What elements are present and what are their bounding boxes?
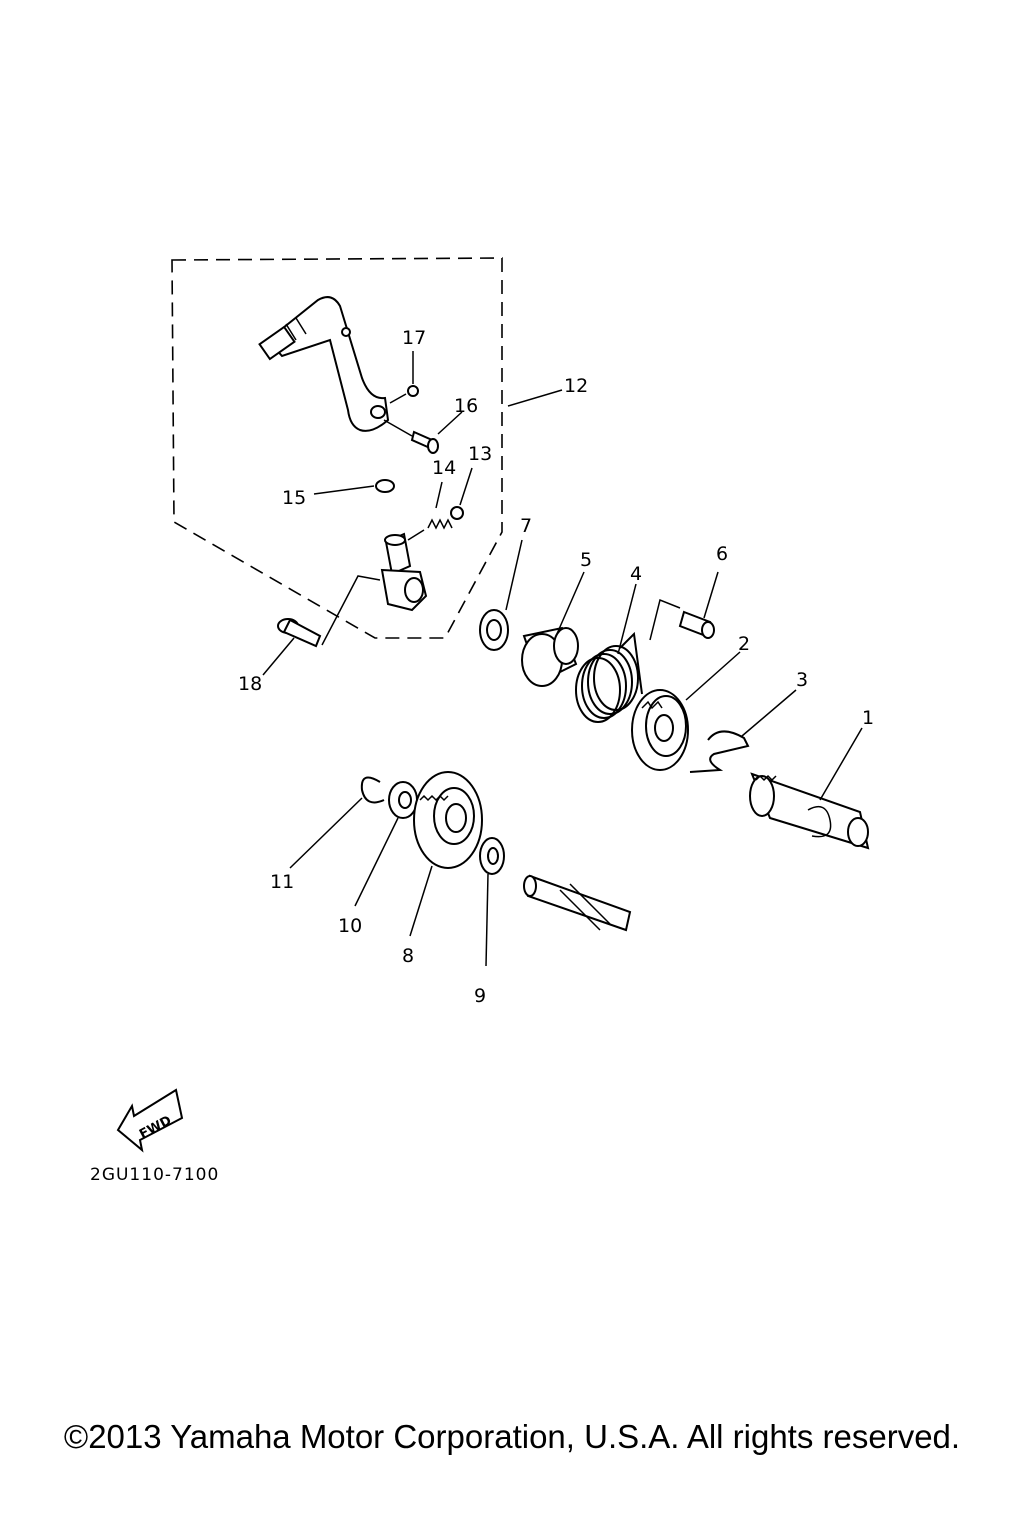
part-7-oil-seal xyxy=(479,539,523,651)
part-3-clip xyxy=(689,689,797,773)
part-9-washer xyxy=(479,837,505,967)
callout-6: 6 xyxy=(716,543,728,565)
part-4-torsion-spring xyxy=(575,583,681,723)
part-8-idle-gear xyxy=(409,771,483,937)
callout-12: 12 xyxy=(564,375,588,397)
callout-14: 14 xyxy=(432,457,456,479)
kick-crank-arm xyxy=(258,296,390,432)
callout-2: 2 xyxy=(738,633,750,655)
fwd-arrow-icon: FWD xyxy=(116,1088,184,1153)
diagram-code: 2GU110-7100 xyxy=(90,1165,219,1185)
copyright-notice: ©2013 Yamaha Motor Corporation, U.S.A. A… xyxy=(63,1418,961,1455)
transmission-shaft xyxy=(523,874,632,932)
callout-5: 5 xyxy=(580,549,592,571)
callout-1: 1 xyxy=(862,707,874,729)
callout-8: 8 xyxy=(402,945,414,967)
assembly-12-boundary xyxy=(171,257,503,639)
part-2-kick-gear xyxy=(631,651,741,771)
part-16-bolt xyxy=(383,411,463,454)
callout-13: 13 xyxy=(468,443,492,465)
part-11-circlip xyxy=(289,776,385,869)
part-15-o-ring xyxy=(375,479,395,493)
part-6-pin xyxy=(678,571,719,639)
callout-10: 10 xyxy=(338,915,362,937)
callout-15: 15 xyxy=(282,487,306,509)
part-17-ball xyxy=(407,385,419,397)
part-10-washer xyxy=(354,781,418,907)
kick-boss xyxy=(380,529,428,612)
callout-9: 9 xyxy=(474,985,486,1007)
part-1-kick-shaft xyxy=(749,727,870,850)
callout-3: 3 xyxy=(796,669,808,691)
callout-18: 18 xyxy=(238,673,262,695)
callout-11: 11 xyxy=(270,871,294,893)
callout-7: 7 xyxy=(520,515,532,537)
callout-4: 4 xyxy=(630,563,642,585)
part-14-spring xyxy=(427,481,453,530)
callout-17: 17 xyxy=(402,327,426,349)
part-13-ball xyxy=(450,506,464,520)
part-18-bolt xyxy=(262,575,381,676)
part-5-collar xyxy=(521,571,585,687)
callout-16: 16 xyxy=(454,395,478,417)
